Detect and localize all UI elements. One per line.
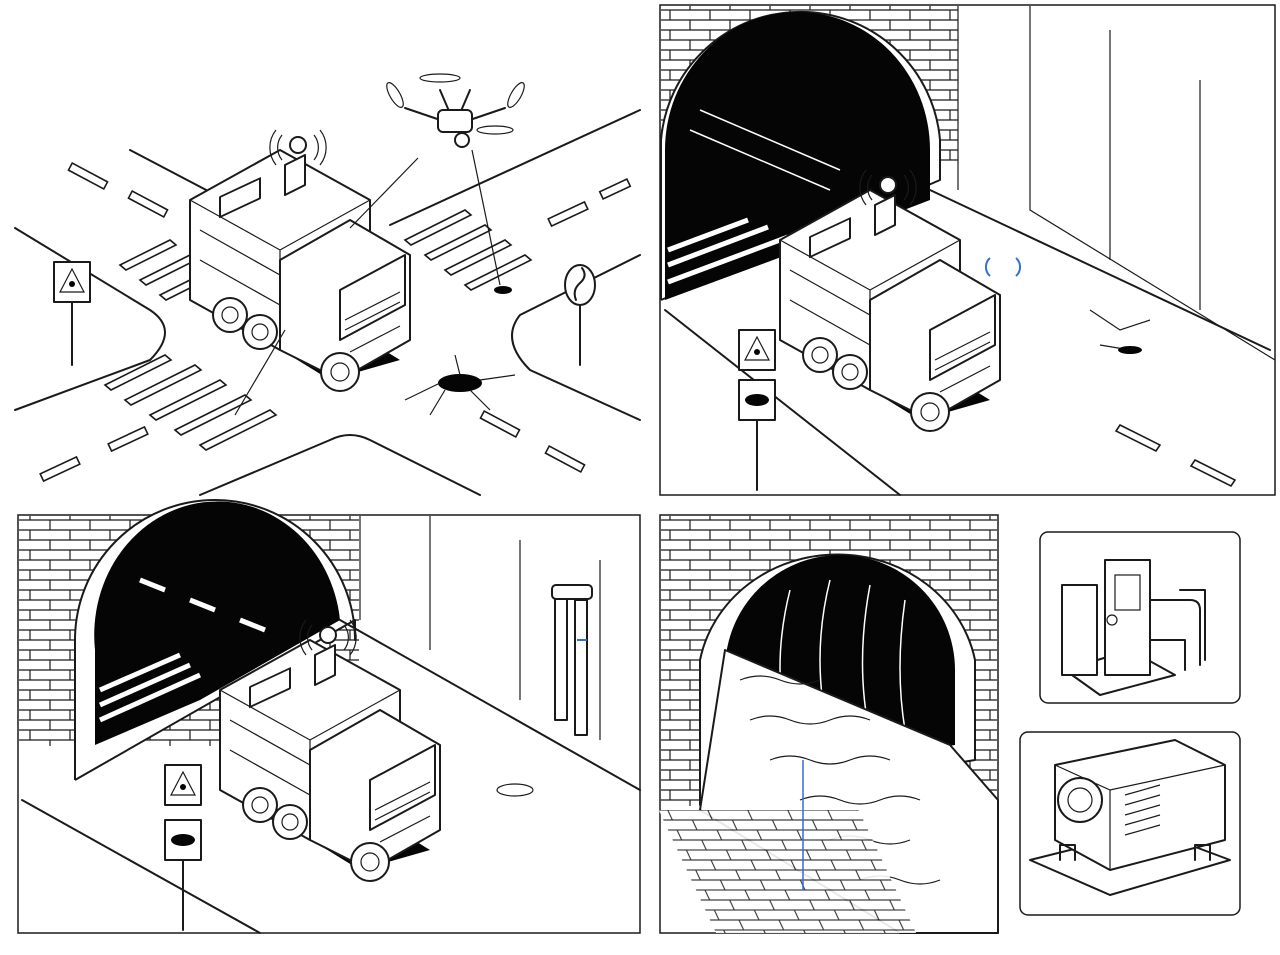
warning-sign [738,329,776,491]
crack-hole [494,286,512,294]
pedestrian-sign [53,261,91,366]
panel-tunnel-pipe [17,499,641,934]
panel-flooded-tunnel [658,514,999,934]
tunnel-warning-sign [164,764,202,931]
sensor-lines [234,149,501,416]
drone [386,73,525,148]
panel-generator [1019,731,1241,916]
inspection-truck [189,129,411,392]
panel-pump-station [1039,531,1241,704]
panel-intersection [14,73,641,496]
curve-sign [564,264,596,366]
panel-tunnel-entrance [659,4,1276,496]
lane-dashes [39,161,632,483]
pothole [404,354,516,416]
wall-pipe [551,584,593,736]
signal-waves [984,257,1022,277]
